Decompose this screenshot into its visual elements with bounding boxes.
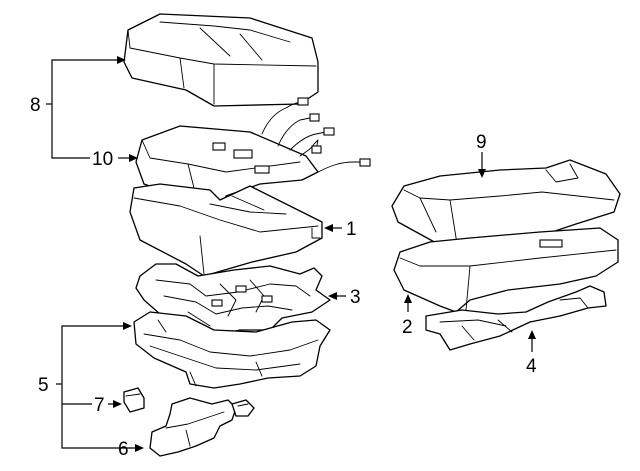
callout-5: 5 — [38, 375, 49, 396]
callout-10: 10 — [92, 149, 113, 170]
callout-7: 7 — [94, 395, 105, 416]
seat-cushion-part[interactable] — [129, 183, 323, 277]
callout-9: 9 — [476, 132, 487, 153]
bracket-part[interactable] — [149, 397, 255, 457]
callout-6: 6 — [118, 439, 129, 460]
right-cushion-lower-part[interactable] — [393, 227, 619, 313]
callout-4: 4 — [526, 356, 537, 377]
leader-lines — [46, 56, 536, 452]
clip-part[interactable] — [123, 387, 145, 413]
cushion-pad-part[interactable] — [123, 13, 319, 107]
callout-2: 2 — [402, 317, 413, 338]
callout-8: 8 — [30, 95, 41, 116]
seat-base-part[interactable] — [133, 311, 331, 389]
callout-1: 1 — [346, 219, 357, 240]
callout-3: 3 — [350, 287, 361, 308]
right-bracket-part[interactable] — [425, 285, 607, 351]
right-cushion-upper-part[interactable] — [391, 159, 621, 253]
callout-labels: 1 2 3 4 5 6 7 8 9 10 — [30, 95, 537, 460]
